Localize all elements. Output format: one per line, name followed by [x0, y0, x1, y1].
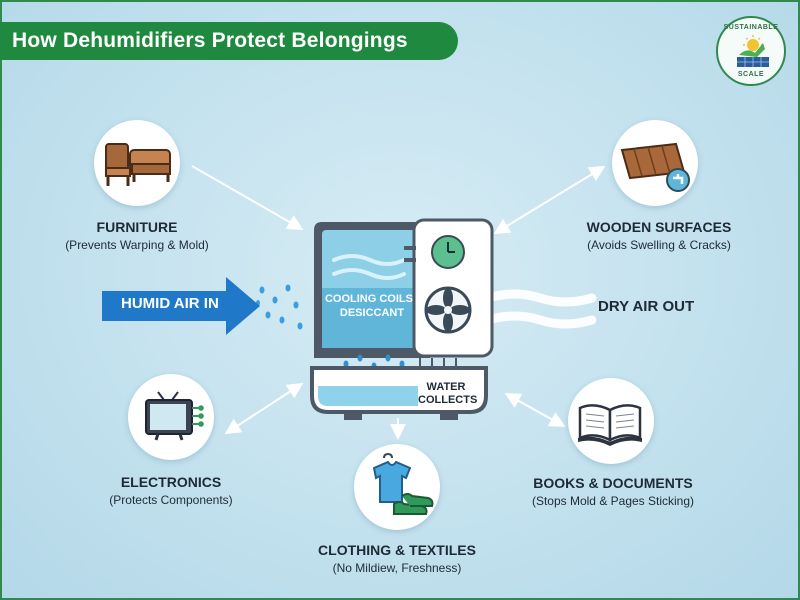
wooden-circle [612, 120, 698, 206]
furniture-title: FURNITURE [96, 219, 178, 235]
books-arrow [504, 393, 566, 427]
clothing-icon [372, 452, 434, 515]
water-collects-label: WATER COLLECTS [418, 381, 478, 406]
electronics-title: ELECTRONICS [120, 474, 222, 490]
wood-plank-icon [620, 142, 690, 192]
page-title: How Dehumidifiers Protect Belongings [0, 22, 458, 60]
wooden-arrow [493, 165, 606, 235]
book-icon [578, 404, 642, 446]
logo-top-text: SUSTAINABLE [723, 24, 779, 31]
clothing-subtitle: (No Mildiew, Freshness) [332, 561, 462, 575]
furniture-arrow [191, 165, 304, 230]
furniture-circle [94, 120, 180, 206]
furniture-icon [105, 143, 171, 186]
solar-panel-icon [737, 35, 769, 67]
cooling-coils-label: COOLING COILS / DESICCANT [324, 293, 420, 319]
wooden-subtitle: (Avoids Swelling & Cracks) [587, 238, 731, 252]
furniture-subtitle: (Prevents Warping & Mold) [65, 238, 209, 252]
dry-air-label: DRY AIR OUT [598, 298, 695, 315]
clothing-label: CLOTHING & TEXTILES (No Mildiew, Freshne… [310, 542, 484, 575]
wooden-title: WOODEN SURFACES [586, 219, 732, 235]
dehumidifier-illustration [310, 218, 494, 420]
books-circle [568, 378, 654, 464]
furniture-label: FURNITURE (Prevents Warping & Mold) [50, 219, 224, 252]
tv-icon [145, 391, 204, 441]
electronics-subtitle: (Protects Components) [109, 493, 233, 507]
logo-bottom-text: SCALE [737, 71, 765, 78]
electronics-circle [128, 374, 214, 460]
clothing-circle [354, 444, 440, 530]
electronics-arrow [224, 382, 304, 435]
clothing-title: CLOTHING & TEXTILES [318, 542, 476, 558]
books-subtitle: (Stops Mold & Pages Sticking) [531, 494, 695, 508]
sustainable-scale-logo: SUSTAINABLE SCALE [716, 16, 786, 86]
books-label: BOOKS & DOCUMENTS (Stops Mold & Pages St… [526, 475, 700, 508]
electronics-label: ELECTRONICS (Protects Components) [84, 474, 258, 507]
humid-air-label: HUMID AIR IN [121, 295, 219, 312]
humid-droplets [256, 284, 303, 330]
humid-air-arrow [102, 277, 260, 335]
books-title: BOOKS & DOCUMENTS [533, 475, 693, 491]
wooden-label: WOODEN SURFACES (Avoids Swelling & Crack… [572, 219, 746, 252]
dry-air-waves [483, 289, 597, 329]
